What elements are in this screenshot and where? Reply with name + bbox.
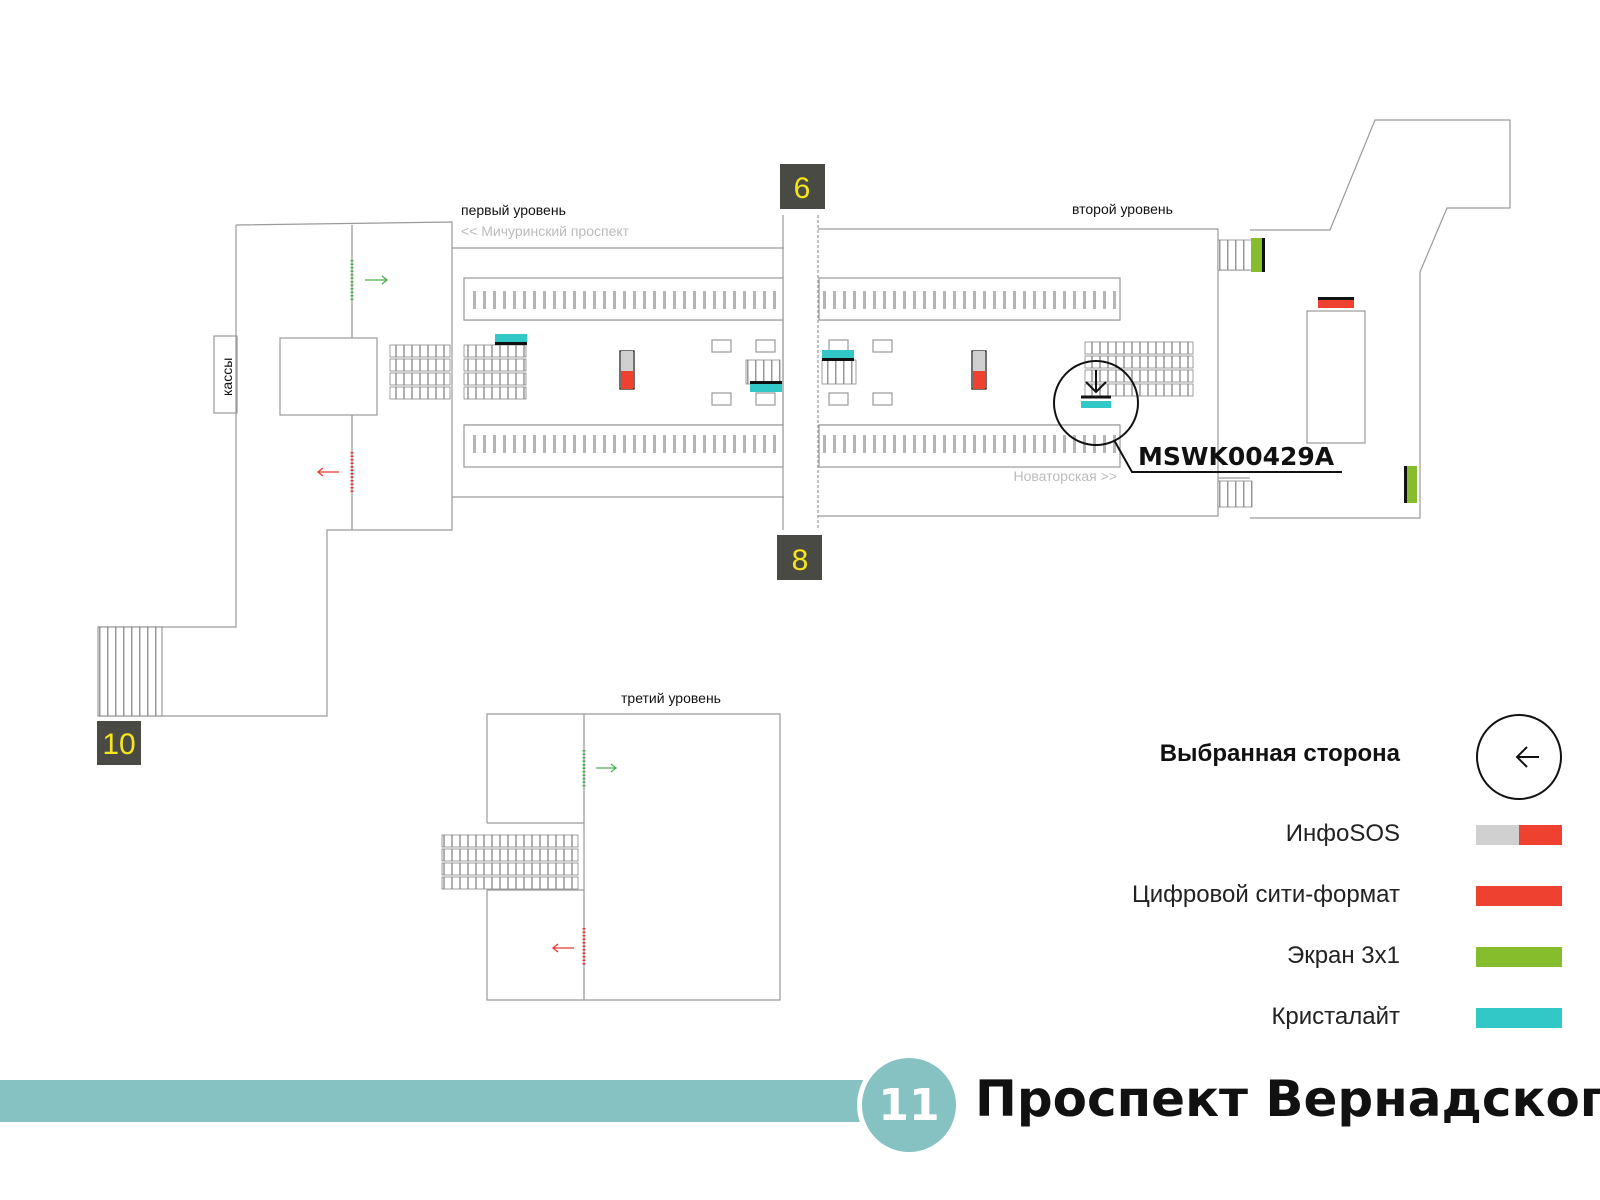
legend-swatch-city-format: [1476, 886, 1562, 906]
selected-location-code: MSWK00429A: [1138, 442, 1335, 471]
arrow-left-icon: [1476, 714, 1562, 800]
direction-left-label: << Мичуринский проспект: [461, 223, 630, 239]
track-bottom: [463, 424, 1121, 468]
exit-10-number: 10: [102, 728, 135, 761]
escalator-left: [389, 344, 527, 400]
ad-city-format: [1318, 297, 1354, 308]
legend-swatch-infosos: [1476, 825, 1562, 845]
exit-8-number: 8: [792, 544, 809, 577]
exit-6-box: [780, 164, 825, 209]
track-top: [463, 277, 1121, 321]
exit-10-box: [97, 721, 141, 765]
stairs-center-right: [821, 359, 857, 385]
stairs-right-top: [1217, 239, 1253, 271]
legend-swatch-screen-3x1: [1476, 947, 1562, 967]
escalator-lower: [441, 834, 579, 890]
legend-item-kristalait: Кристалайт: [1271, 1003, 1400, 1030]
level-2-label: второй уровень: [1072, 201, 1173, 217]
metro-line-bar: [0, 1080, 870, 1122]
station-name: Проспект Вернадского: [975, 1070, 1600, 1128]
ad-screen-3x1: [1251, 238, 1417, 503]
selected-location-marker: [1053, 360, 1342, 473]
legend-selected-side-label: Выбранная сторона: [1159, 740, 1400, 767]
legend-item-city-format: Цифровой сити-формат: [1131, 881, 1400, 908]
flow-arrows: [316, 225, 618, 1000]
legend-item-infosos: ИнфоSOS: [1285, 820, 1400, 847]
legend-swatch-kristalait: [1476, 1008, 1562, 1028]
level-3-label: третий уровень: [621, 690, 721, 706]
exit-8-box: [777, 535, 822, 580]
stairs-exit-10: [97, 626, 163, 717]
stairs-right-bottom: [1217, 480, 1253, 508]
ad-infosos: [619, 350, 987, 390]
direction-right-label: Новаторская >>: [1013, 468, 1117, 484]
metro-line-number: 11: [878, 1079, 940, 1131]
legend-item-screen-3x1: Экран 3x1: [1286, 942, 1400, 969]
metro-line-badge: 11: [857, 1053, 961, 1157]
ticket-office-label: кассы: [219, 358, 235, 396]
exit-6-number: 6: [794, 172, 811, 205]
ad-kristalait: [495, 334, 854, 392]
escalator-right: [1084, 341, 1194, 397]
level-1-label: первый уровень: [461, 202, 566, 218]
stairs-center-left: [745, 359, 781, 385]
